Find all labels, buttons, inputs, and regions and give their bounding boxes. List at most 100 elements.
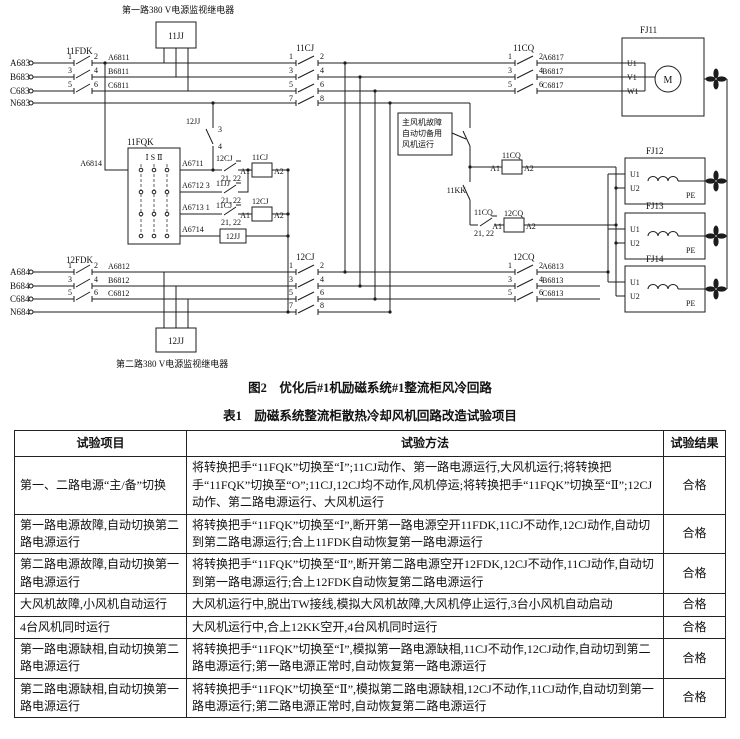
table-row: 第一、二路电源“主/备”切换 将转换把手“11FQK”切换至“Ⅰ”;11CJ动作… bbox=[14, 456, 726, 515]
pin-pair: 21, 22 bbox=[221, 218, 241, 227]
relay2-caption: 第二路380 V电源监视继电器 bbox=[116, 358, 228, 369]
terminal-pe: PE bbox=[686, 191, 695, 200]
pin: 4 bbox=[218, 142, 222, 151]
wire-c6812: C6812 bbox=[108, 289, 129, 298]
breaker-11fdk-label: 11FDK bbox=[66, 46, 93, 56]
fan-icon bbox=[705, 225, 727, 247]
note-line3: 风机运行 bbox=[402, 139, 434, 149]
test-method: 大风机运行中,脱出TW接线,模拟大风机故障,大风机停止运行,3台小风机自动启动 bbox=[186, 593, 664, 617]
test-result: 合格 bbox=[663, 677, 726, 719]
pin: 7 bbox=[289, 301, 293, 310]
table-row: 4台风机同时运行 大风机运行中,合上12KK空开,4台风机同时运行 合格 bbox=[14, 615, 726, 639]
terminal-a683: A683 bbox=[10, 58, 30, 68]
terminal-b683: B683 bbox=[10, 72, 30, 82]
pin-pair: 21, 22 bbox=[221, 196, 241, 205]
contact-11cj-label: 11CJ bbox=[216, 201, 232, 210]
fan-unit-fj13-label: FJ13 bbox=[646, 201, 664, 211]
test-result: 合格 bbox=[663, 615, 726, 639]
wire-c6817: C6817 bbox=[542, 81, 563, 90]
pin: 1 bbox=[508, 261, 512, 270]
fan-unit-fj11-label: FJ11 bbox=[640, 25, 657, 35]
pin: 2 bbox=[94, 261, 98, 270]
contact-11jj-label: 11JJ bbox=[216, 179, 230, 188]
selector-11fqk-label: 11FQK bbox=[127, 137, 154, 147]
test-item: 第一路电源缺相,自动切换第二路电源运行 bbox=[14, 637, 187, 679]
pin: 3 bbox=[68, 66, 72, 75]
test-method: 将转换把手“11FQK”切换至“Ⅱ”,模拟第二路电源缺相,12CJ不动作,11C… bbox=[186, 677, 664, 719]
pin: 6 bbox=[94, 80, 98, 89]
fan-unit-fj12-label: FJ12 bbox=[646, 146, 664, 156]
pin: 4 bbox=[94, 66, 98, 75]
col-header-result: 试验结果 bbox=[663, 429, 726, 458]
wire-b6813: B6813 bbox=[542, 276, 563, 285]
wire-a6711: A6711 bbox=[182, 159, 203, 168]
coil-11cq bbox=[501, 159, 523, 175]
fan-unit-fj11-box bbox=[621, 37, 705, 117]
pin: 5 bbox=[68, 288, 72, 297]
pin: 1 bbox=[289, 52, 293, 61]
test-item: 第二路电源缺相,自动切换第一路电源运行 bbox=[14, 677, 187, 719]
pin: A2 bbox=[274, 167, 284, 176]
pin: A2 bbox=[524, 164, 534, 173]
coil-12cq-label: 12CQ bbox=[504, 209, 523, 218]
pin: 5 bbox=[289, 80, 293, 89]
pin: A2 bbox=[274, 211, 284, 220]
test-method: 将转换把手“11FQK”切换至“Ⅰ”;11CJ动作、第一路电源运行,大风机运行;… bbox=[186, 456, 664, 515]
pin: 3 bbox=[508, 66, 512, 75]
pin: A1 bbox=[490, 164, 500, 173]
pin: 1 bbox=[68, 261, 72, 270]
terminal-c684: C684 bbox=[10, 294, 30, 304]
pin: 5 bbox=[508, 80, 512, 89]
relay-12jj-small-label: 12JJ bbox=[226, 232, 240, 241]
pin: 5 bbox=[289, 288, 293, 297]
contactor-11cj-label: 11CJ bbox=[296, 43, 315, 53]
pin: 2 bbox=[94, 52, 98, 61]
contact-12jj-label: 12JJ bbox=[186, 117, 200, 126]
wire-a6813: A6813 bbox=[542, 262, 564, 271]
relay-12jj-box bbox=[155, 327, 197, 353]
relay-12jj-label: 12JJ bbox=[168, 336, 185, 346]
test-method: 大风机运行中,合上12KK空开,4台风机同时运行 bbox=[186, 615, 664, 639]
coil-11cj bbox=[251, 162, 273, 178]
table-row: 第二路电源缺相,自动切换第一路电源运行 将转换把手“11FQK”切换至“Ⅱ”,模… bbox=[14, 677, 726, 719]
test-item: 大风机故障,小风机自动运行 bbox=[14, 593, 187, 617]
pin: 3 bbox=[68, 275, 72, 284]
contact-11cq-label: 11CQ bbox=[474, 208, 493, 217]
pin: 3 bbox=[289, 66, 293, 75]
test-item: 第二路电源故障,自动切换第一路电源运行 bbox=[14, 553, 187, 595]
fan-icons bbox=[705, 68, 727, 300]
junction-dots bbox=[103, 61, 618, 314]
relay-12jj-small-box bbox=[219, 228, 247, 244]
wire-a6714: A6714 bbox=[182, 225, 204, 234]
fan-icon bbox=[705, 170, 727, 192]
terminal-pe: PE bbox=[686, 246, 695, 255]
pin: 8 bbox=[320, 94, 324, 103]
pin: 5 bbox=[68, 80, 72, 89]
motor-letter: M bbox=[664, 75, 673, 86]
test-item: 第一、二路电源“主/备”切换 bbox=[14, 456, 187, 515]
pin: 6 bbox=[94, 288, 98, 297]
pin: 6 bbox=[539, 80, 543, 89]
contact-12cj-label: 12CJ bbox=[216, 154, 232, 163]
test-item: 第一路电源故障,自动切换第二路电源运行 bbox=[14, 513, 187, 555]
terminal-u1: U1 bbox=[630, 170, 640, 179]
coil-11cq-label: 11CQ bbox=[502, 151, 521, 160]
relay-11jj-label: 11JJ bbox=[168, 31, 184, 41]
contactor-12cj-label: 12CJ bbox=[296, 252, 315, 262]
terminal-a684: A684 bbox=[10, 267, 30, 277]
pin: 2 bbox=[539, 261, 543, 270]
terminal-b684: B684 bbox=[10, 281, 30, 291]
wire-b6817: B6817 bbox=[542, 67, 563, 76]
switch-positions: Ⅰ S Ⅱ bbox=[145, 153, 162, 162]
wire-b6812: B6812 bbox=[108, 276, 129, 285]
pin: A1 bbox=[240, 167, 250, 176]
table-row: 第二路电源故障,自动切换第一路电源运行 将转换把手“11FQK”切换至“Ⅱ”,断… bbox=[14, 553, 726, 595]
test-result: 合格 bbox=[663, 456, 726, 515]
pin: 5 bbox=[508, 288, 512, 297]
coil-12cq bbox=[503, 217, 525, 233]
table-row: 第一路电源缺相,自动切换第二路电源运行 将转换把手“11FQK”切换至“Ⅰ”,模… bbox=[14, 637, 726, 679]
pin: A1 bbox=[240, 211, 250, 220]
test-result: 合格 bbox=[663, 637, 726, 679]
coil-12cj-label: 12CJ bbox=[252, 197, 268, 206]
